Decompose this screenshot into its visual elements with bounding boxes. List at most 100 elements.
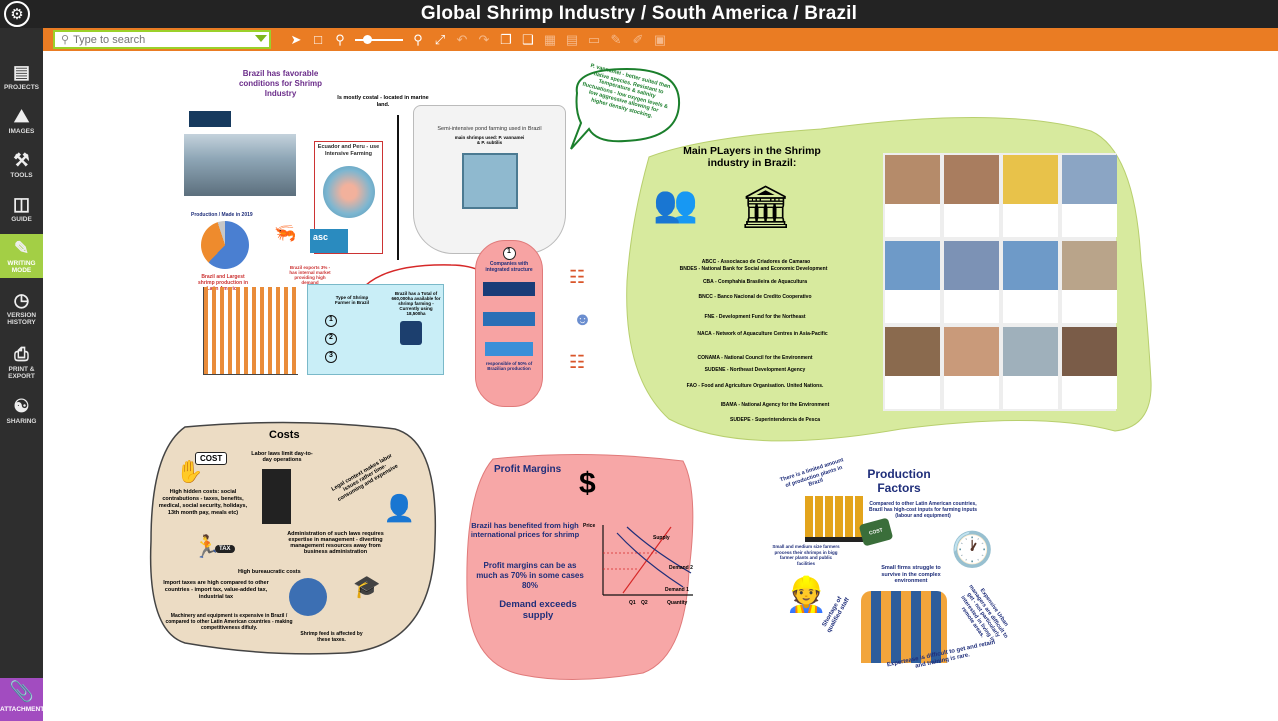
- org-cba[interactable]: CBA - Comphahia Brasileira de Aquacultur…: [702, 279, 808, 285]
- hidden-costs-text[interactable]: High hidden costs: social contrabutions …: [158, 489, 248, 516]
- zoom-out-icon[interactable]: ⚲: [335, 31, 345, 47]
- copy-icon[interactable]: ❐: [500, 31, 512, 47]
- org-ibama[interactable]: IBAMA - National Agency for the Environm…: [720, 402, 830, 408]
- meeting-icon: 👥: [653, 183, 698, 224]
- paste-icon[interactable]: ❑: [522, 31, 534, 47]
- org-abcc[interactable]: ABCC - Associacao de Criadores de Camara…: [701, 259, 811, 265]
- connector-line: [397, 115, 399, 260]
- coastal-text[interactable]: Is mostly costal - located in marine lan…: [337, 95, 429, 108]
- person-photo: [1062, 155, 1117, 237]
- search-box[interactable]: ⚲: [53, 30, 271, 49]
- person-photo: [1003, 155, 1058, 237]
- sidebar-item-writing-mode[interactable]: ✎WRITING MODE: [0, 234, 43, 278]
- struggle-text[interactable]: Small firms struggle to survive in the c…: [881, 565, 941, 584]
- search-input[interactable]: [73, 33, 244, 46]
- sidebar: ▤PROJECTS ⛰IMAGES ⚒TOOLS ◫GUIDE ✎WRITING…: [0, 28, 49, 721]
- sidebar-item-version-history[interactable]: ◷VERSION HISTORY: [0, 286, 43, 330]
- production-bar-chart: [203, 287, 298, 375]
- margins-text[interactable]: Profit margins can be as much as 70% in …: [476, 561, 584, 590]
- org-fao[interactable]: FAO - Food and Agriculture Organisation.…: [686, 383, 824, 389]
- costs-title[interactable]: Costs: [269, 429, 300, 441]
- pond-farm-photo: [184, 134, 296, 196]
- limited-text[interactable]: There is a limited amount of production …: [779, 457, 845, 489]
- companies-card[interactable]: 1 Companies with integrated structure re…: [475, 240, 543, 407]
- align-icon[interactable]: ▦: [543, 31, 557, 47]
- org-bndes[interactable]: BNDES - National Bank for Social and Eco…: [679, 266, 828, 272]
- pointer-icon[interactable]: ➤: [290, 31, 302, 47]
- demand2-label: Demand 2: [669, 565, 693, 571]
- sharing-icon: ☯: [13, 396, 30, 416]
- admin-text[interactable]: Administration of such laws requires exp…: [287, 531, 384, 555]
- factory-icon: [805, 496, 863, 542]
- person-photo: [944, 155, 999, 237]
- supply-demand-diagram: [602, 525, 693, 596]
- q1-label: Q1: [629, 600, 636, 606]
- redo-icon[interactable]: ↷: [478, 31, 490, 47]
- feed-text[interactable]: Shrimp feed is affected by these taxes.: [300, 631, 363, 643]
- print-icon: ⎙: [14, 344, 29, 364]
- org-bncc[interactable]: BNCC - Banco Nacional de Credito Coopera…: [698, 294, 812, 300]
- company-logo-1: [483, 282, 535, 296]
- person-photo: [1062, 327, 1117, 409]
- benefited-text[interactable]: Brazil has benefited from high internati…: [470, 521, 580, 539]
- compared-text[interactable]: Compared to other Latin American countri…: [868, 501, 978, 519]
- shrimp-icon: 🦐: [274, 223, 297, 243]
- bureaucratic-text[interactable]: High bureaucratic costs: [238, 569, 301, 575]
- app-logo-icon[interactable]: ⚙: [4, 1, 30, 27]
- sidebar-item-sharing[interactable]: ☯SHARING: [0, 392, 43, 436]
- demand1-label: Demand 1: [665, 587, 689, 593]
- frame-icon[interactable]: ▣: [653, 31, 667, 47]
- import-text[interactable]: Import taxes are high compared to other …: [163, 580, 269, 600]
- zoom-slider[interactable]: [353, 31, 405, 48]
- small-farmers-text[interactable]: Small and medium size farmers process th…: [772, 544, 840, 566]
- dollar-arrow-icon: $: [579, 467, 596, 500]
- profit-title[interactable]: Profit Margins: [494, 464, 562, 475]
- zoom-in-icon[interactable]: ⚲: [413, 31, 423, 47]
- select-area-icon[interactable]: □: [314, 32, 322, 47]
- lawyer-icon: [262, 469, 291, 524]
- draw-icon[interactable]: ✐: [632, 31, 644, 47]
- sidebar-item-images[interactable]: ⛰IMAGES: [0, 102, 43, 146]
- org-naca[interactable]: NACA - Network of Aquaculture Centres in…: [697, 331, 828, 337]
- projects-icon: ▤: [12, 62, 30, 82]
- attachments-button[interactable]: 📎ATTACHMENTS: [0, 678, 49, 721]
- sidebar-item-tools[interactable]: ⚒TOOLS: [0, 146, 43, 190]
- note-icon[interactable]: ✎: [610, 31, 622, 47]
- org-sudene[interactable]: SUDENE - Northeast Development Agency: [704, 367, 806, 373]
- mind-map-canvas[interactable]: Brazil has favorable conditions for Shri…: [43, 51, 1278, 721]
- speech-bubble: [570, 67, 681, 150]
- exports-text: Brazil exports 3% - has internal market …: [289, 265, 331, 285]
- sidebar-item-print-export[interactable]: ⎙PRINT & EXPORT: [0, 340, 43, 384]
- cost-bag-icon: COST: [858, 517, 894, 547]
- fit-screen-icon[interactable]: ⤢: [434, 31, 446, 47]
- semi-intensive-card[interactable]: Semi-intensive pond farming used in Braz…: [413, 105, 566, 254]
- players-title[interactable]: Main PLayers in the Shrimp industry in B…: [683, 145, 821, 169]
- machinery-text[interactable]: Machinery and equipment is expensive in …: [165, 613, 293, 631]
- distribute-icon[interactable]: ▤: [565, 31, 579, 47]
- team-icon: ☻: [573, 309, 592, 329]
- graduate-icon: 🎓: [353, 574, 381, 599]
- supply-label: Supply: [653, 535, 670, 541]
- production-title[interactable]: Production Factors: [867, 467, 931, 495]
- org-fne[interactable]: FNE - Development Fund for the Northeast: [704, 314, 806, 320]
- person-photo: [885, 241, 940, 323]
- person-photo: [1003, 241, 1058, 323]
- demand-text[interactable]: Demand exceeds supply: [499, 599, 577, 621]
- images-icon: ⛰: [13, 106, 30, 126]
- sidebar-item-projects[interactable]: ▤PROJECTS: [0, 58, 43, 102]
- org-conama[interactable]: CONAMA - National Council for the Enviro…: [697, 355, 813, 361]
- search-dropdown-icon[interactable]: [255, 35, 267, 42]
- delete-icon[interactable]: ▭: [587, 31, 601, 47]
- farmer-types-card[interactable]: Type of Shrimp Farmer in Brazil Brazil h…: [307, 284, 444, 375]
- company-logo-3: [485, 342, 533, 356]
- sidebar-item-guide[interactable]: ◫GUIDE: [0, 190, 43, 234]
- labor-text[interactable]: Labor laws limit day-to-day operations: [251, 451, 313, 463]
- people-photo-grid[interactable]: [883, 153, 1117, 411]
- hand-money-icon: ✋: [176, 459, 204, 484]
- conditions-title[interactable]: Brazil has favorable conditions for Shri…: [238, 69, 323, 98]
- undo-icon[interactable]: ↶: [456, 31, 468, 47]
- org-sudepe[interactable]: SUDEPE - Superintendencia de Pesca: [729, 417, 821, 423]
- person-photo: [944, 241, 999, 323]
- person-photo: [885, 155, 940, 237]
- shrimp-pond-image: [461, 153, 518, 209]
